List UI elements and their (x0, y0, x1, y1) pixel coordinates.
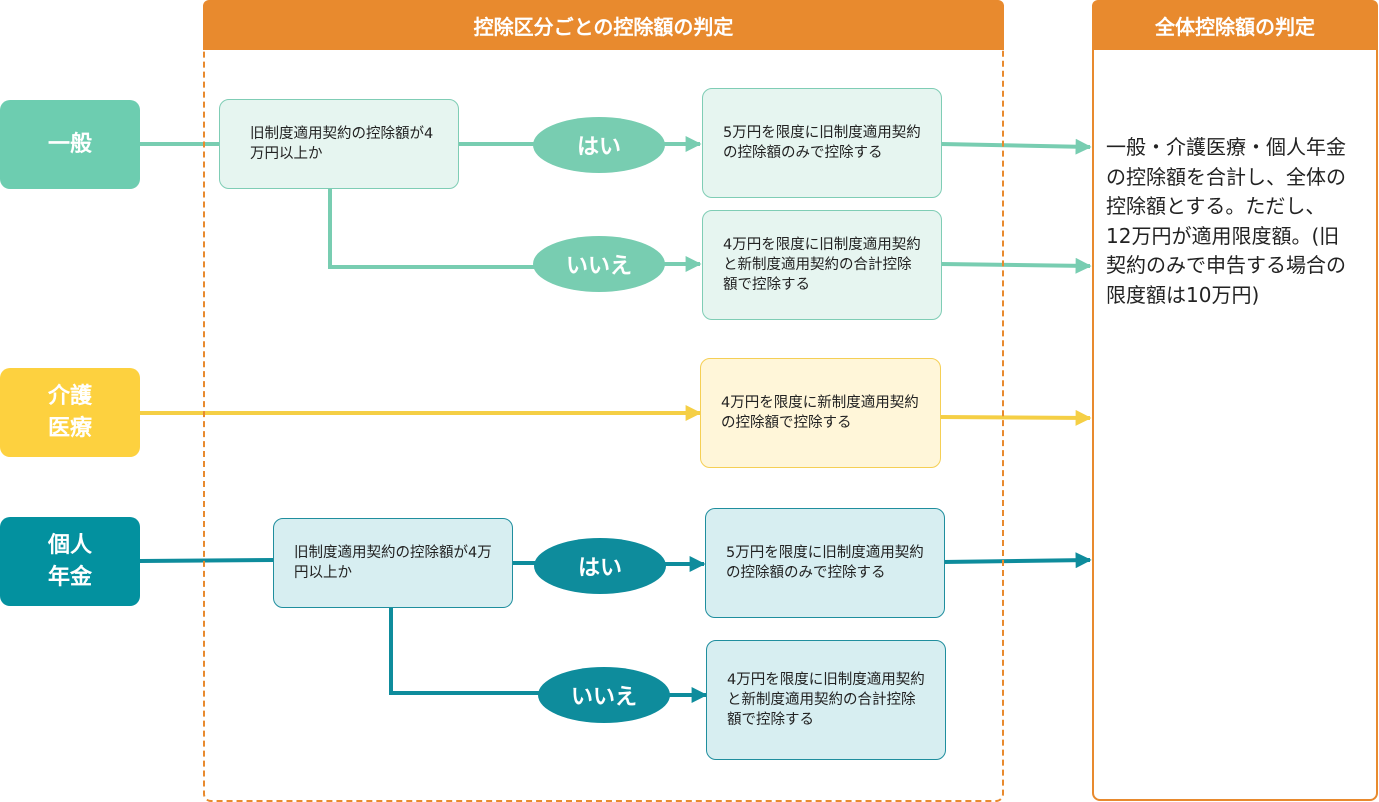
pension-yes-result-box: 5万円を限度に旧制度適用契約の控除額のみで控除する (705, 508, 945, 618)
category-care-label-line2: 医療 (47, 415, 92, 441)
pension-question-text: 旧制度適用契約の控除額が4万円以上か (294, 545, 492, 581)
connector-pension-question-to-no (389, 606, 545, 695)
arrow-general-yes-result-to-total (940, 138, 1092, 155)
category-care-medical: 介護 医療 (0, 368, 140, 457)
general-no-label: いいえ (565, 254, 632, 279)
category-pension-label-line2: 年金 (47, 564, 92, 590)
general-question-text: 旧制度適用契約の控除額が4万円以上か (250, 126, 434, 162)
general-yes-label: はい (576, 135, 621, 160)
category-general: 一般 (0, 100, 140, 189)
pension-no-label: いいえ (570, 685, 637, 710)
total-description: 一般・介護医療・個人年金の控除額を合計し、全体の控除額とする。ただし、12万円が… (1106, 135, 1346, 307)
total-frame (1092, 0, 1378, 801)
general-question-box: 旧制度適用契約の控除額が4万円以上か (219, 99, 459, 189)
category-general-label: 一般 (47, 131, 92, 157)
arrow-pension-result-to-total (942, 552, 1092, 569)
care-result-box: 4万円を限度に新制度適用契約の控除額で控除する (700, 358, 941, 468)
connector-pension-to-question (139, 558, 275, 563)
total-header: 全体控除額の判定 (1092, 0, 1378, 50)
general-yes-result-text: 5万円を限度に旧制度適用契約の控除額のみで控除する (723, 125, 921, 161)
pension-yes-result-text: 5万円を限度に旧制度適用契約の控除額のみで控除する (726, 545, 924, 581)
pension-question-box: 旧制度適用契約の控除額が4万円以上か (273, 518, 513, 608)
connector-general-question-to-no (328, 188, 540, 269)
pension-no-result-box: 4万円を限度に旧制度適用契約と新制度適用契約の合計控除額で控除する (706, 640, 946, 760)
category-pension: 個人 年金 (0, 517, 140, 606)
pension-yes-label: はい (577, 556, 622, 581)
category-pension-label-line1: 個人 (47, 532, 92, 558)
general-no-result-text: 4万円を限度に旧制度適用契約と新制度適用契約の合計控除額で控除する (723, 237, 921, 293)
pension-no-pill: いいえ (538, 667, 670, 723)
care-result-text: 4万円を限度に新制度適用契約の控除額で控除する (721, 395, 919, 431)
arrow-general-no-result-to-total (940, 257, 1092, 274)
general-no-pill: いいえ (533, 236, 665, 292)
section-header: 控除区分ごとの控除額の判定 (203, 0, 1004, 50)
general-yes-result-box: 5万円を限度に旧制度適用契約の控除額のみで控除する (702, 88, 942, 198)
general-yes-pill: はい (533, 117, 665, 173)
pension-yes-pill: はい (534, 538, 666, 594)
category-care-label-line1: 介護 (47, 383, 92, 409)
arrow-care-result-to-total (939, 409, 1092, 426)
general-no-result-box: 4万円を限度に旧制度適用契約と新制度適用契約の合計控除額で控除する (702, 210, 942, 320)
pension-no-result-text: 4万円を限度に旧制度適用契約と新制度適用契約の合計控除額で控除する (727, 672, 925, 728)
